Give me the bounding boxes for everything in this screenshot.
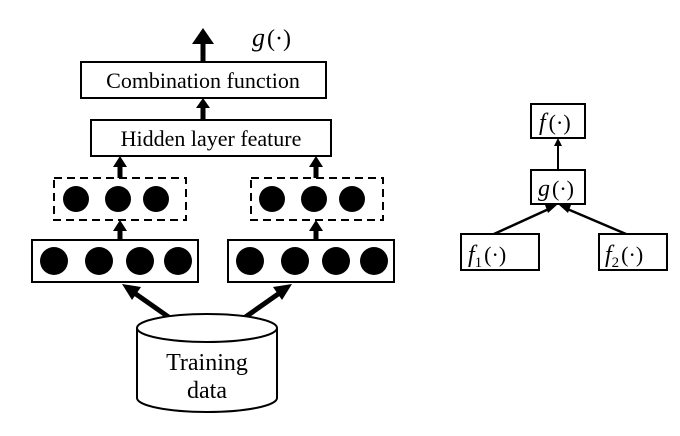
neuron xyxy=(105,186,131,212)
left-hidden-neuron-group xyxy=(53,177,187,221)
left-function-label: f1(·) xyxy=(468,242,506,271)
arrow-hidden-to-combination xyxy=(196,98,210,120)
right-input-layer xyxy=(227,239,395,283)
neuron xyxy=(322,247,350,275)
arrow-right-to-middle xyxy=(558,204,627,236)
left-input-layer xyxy=(31,239,199,283)
right-function-box: f2(·) xyxy=(598,233,668,271)
arrow-right-input-to-hidden xyxy=(309,220,323,240)
right-hidden-neuron-group xyxy=(250,177,384,221)
neuron xyxy=(63,186,89,212)
neuron xyxy=(236,247,264,275)
right-function-label: f2(·) xyxy=(605,242,643,271)
training-data-cylinder: Training data xyxy=(136,313,278,413)
combination-function-label: Combination function xyxy=(106,68,300,93)
training-data-label-line1: Training xyxy=(166,350,248,376)
neuron xyxy=(126,247,154,275)
arrow-left-hidden-to-feature xyxy=(113,156,127,178)
output-arrow xyxy=(192,28,214,62)
neuron xyxy=(164,247,192,275)
arrow-data-to-left-input xyxy=(122,284,172,321)
neuron xyxy=(85,247,113,275)
neuron xyxy=(360,247,388,275)
neuron xyxy=(40,247,68,275)
arrow-right-hidden-to-feature xyxy=(309,156,323,178)
output-function-label: g(·) xyxy=(252,23,291,52)
training-data-label-line2: data xyxy=(187,378,227,404)
neuron xyxy=(259,186,285,212)
top-function-box: f(·) xyxy=(530,103,586,139)
combination-function-box: Combination function xyxy=(80,61,327,99)
arrow-left-to-middle xyxy=(493,204,558,236)
left-function-box: f1(·) xyxy=(460,233,540,271)
arrow-data-to-right-input xyxy=(242,284,292,321)
hidden-layer-feature-box: Hidden layer feature xyxy=(90,119,332,157)
middle-function-box: g(·) xyxy=(530,169,586,205)
top-function-label: f(·) xyxy=(539,110,571,136)
arrow-middle-to-top xyxy=(554,138,562,170)
hidden-layer-feature-label: Hidden layer feature xyxy=(121,126,302,151)
neuron xyxy=(281,247,309,275)
neuron xyxy=(143,186,169,212)
neuron xyxy=(301,186,327,212)
arrow-left-input-to-hidden xyxy=(113,220,127,240)
neuron xyxy=(339,186,365,212)
middle-function-label: g(·) xyxy=(538,176,574,202)
